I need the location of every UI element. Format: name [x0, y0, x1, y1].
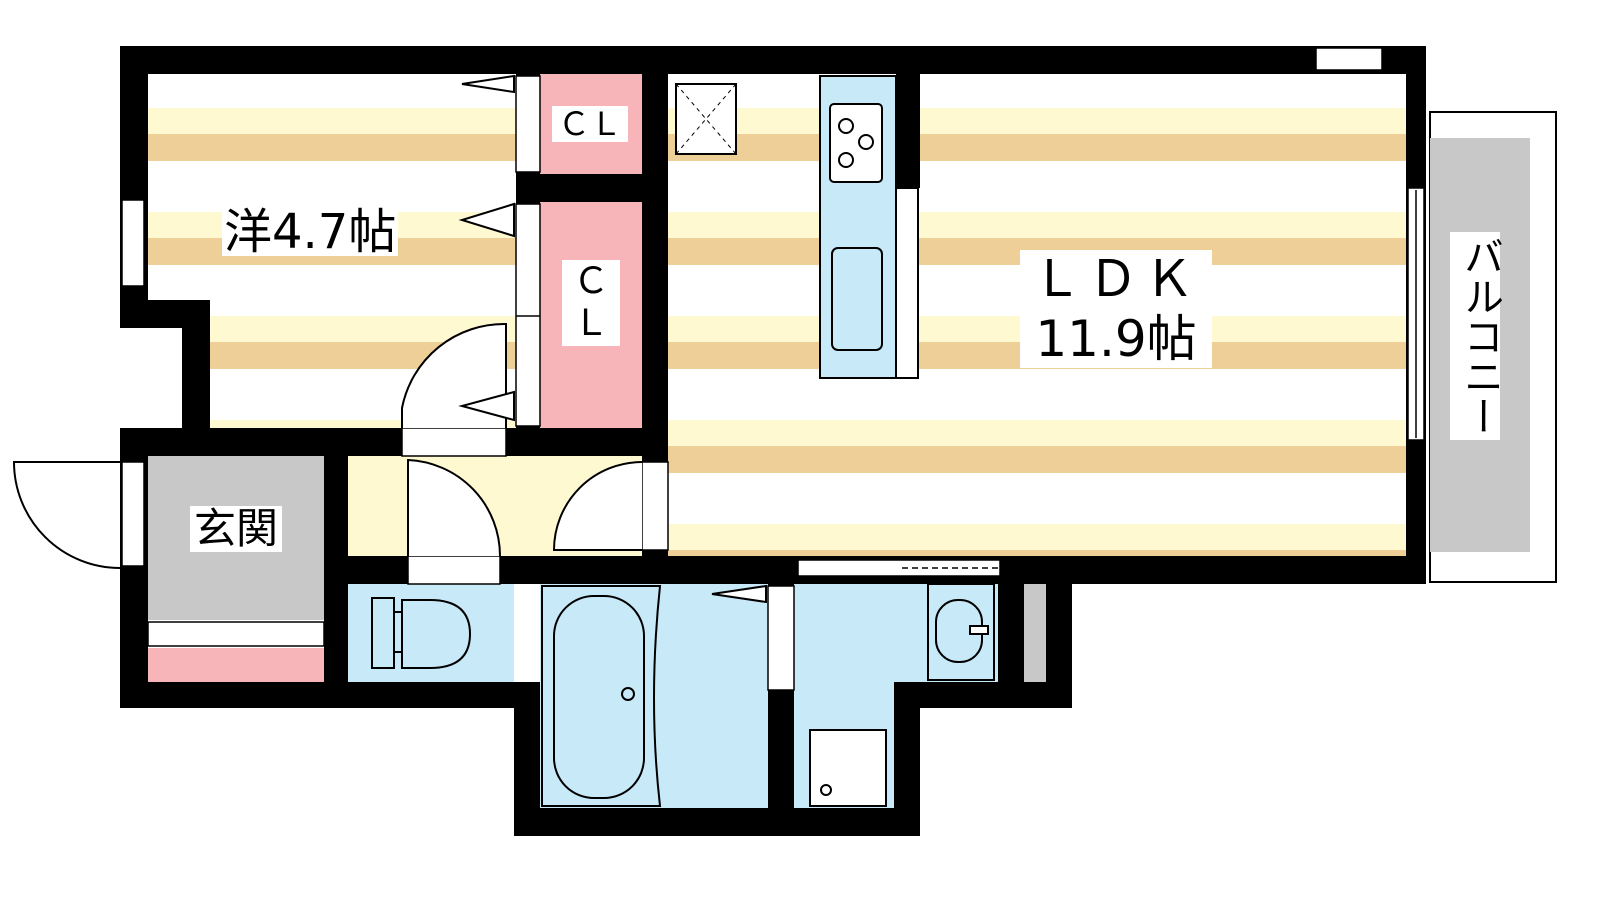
closet-lower-label: Ｃ Ｌ [562, 260, 620, 346]
ldk-size: 11.9帖 [1035, 310, 1197, 368]
toilet-icon [371, 597, 472, 669]
refrigerator-icon [675, 83, 737, 155]
ldk-label: ＬＤＫ 11.9帖 [1020, 250, 1212, 368]
entrance-label: 玄関 [190, 506, 283, 552]
closet-lower-line2: Ｌ [572, 303, 609, 344]
closet-lower-line1: Ｃ [572, 261, 609, 302]
washbasin-icon [927, 583, 995, 681]
closet-upper-label: ＣＬ [552, 106, 629, 142]
western-room-label: 洋4.7帖 [222, 204, 399, 260]
doors [12, 74, 1417, 691]
storage-strip [1024, 584, 1046, 682]
stove-icon [829, 103, 883, 183]
sink-icon [831, 247, 883, 351]
shoe-cabinet [148, 648, 324, 684]
bathtub-icon [541, 585, 662, 807]
ldk-name: ＬＤＫ [1032, 250, 1200, 308]
balcony-label: バルコニー [1450, 232, 1503, 440]
washing-machine-pan-icon [809, 729, 887, 807]
